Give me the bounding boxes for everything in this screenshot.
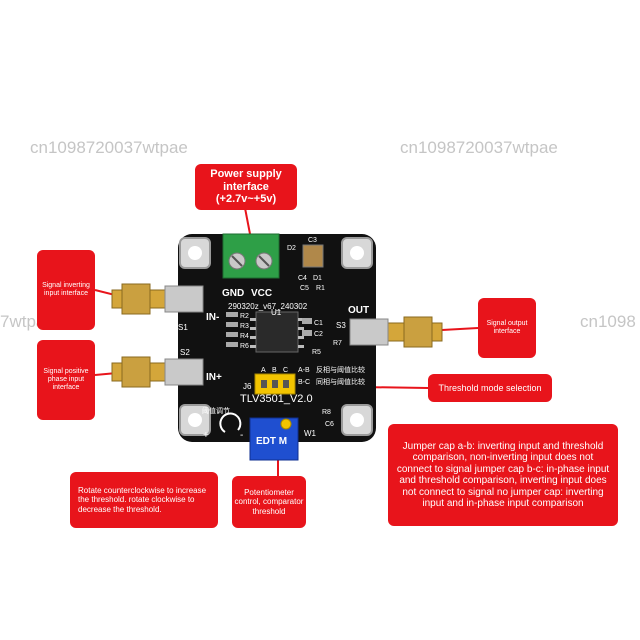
label-r7: R7 bbox=[333, 340, 342, 347]
sma-connector-out bbox=[349, 316, 443, 348]
label-c5: C5 bbox=[300, 285, 309, 292]
label-in-minus: IN- bbox=[206, 312, 219, 323]
label-j6: J6 bbox=[243, 382, 252, 391]
label-vcc: VCC bbox=[251, 288, 272, 299]
callout-rotate-direction: Rotate counterclockwise to increase the … bbox=[70, 472, 218, 528]
sma-connector-in-minus bbox=[111, 283, 204, 315]
label-c3: C3 bbox=[308, 237, 317, 244]
capacitor-c3 bbox=[302, 244, 324, 268]
label-r5: R5 bbox=[312, 349, 321, 356]
leader-out bbox=[441, 327, 479, 331]
label-s3: S3 bbox=[336, 321, 346, 330]
label-c6: C6 bbox=[325, 421, 334, 428]
label-date-code: 290320z_v67_240302 bbox=[228, 302, 308, 311]
leader-power bbox=[244, 207, 251, 235]
label-model: TLV3501_V2.0 bbox=[240, 393, 313, 405]
label-d1: D1 bbox=[313, 275, 322, 282]
label-s2: S2 bbox=[180, 348, 190, 357]
label-ab: A-B bbox=[298, 367, 310, 374]
label-jumper-b: B bbox=[272, 367, 277, 374]
callout-potentiometer: Potentiometer control, comparator thresh… bbox=[232, 476, 306, 528]
label-r2: R2 bbox=[240, 313, 249, 320]
sma-connector-in-plus bbox=[111, 356, 204, 388]
label-r4: R4 bbox=[240, 333, 249, 340]
label-threshold-cn: 阈值调节 bbox=[202, 406, 230, 415]
watermark-2: cn1098720037wtpae bbox=[400, 138, 558, 157]
watermark-4: cn1098 bbox=[580, 312, 636, 331]
label-r8: R8 bbox=[322, 409, 331, 416]
label-c2: C2 bbox=[314, 331, 323, 338]
label-out: OUT bbox=[348, 305, 369, 316]
label-c1: C1 bbox=[314, 320, 323, 327]
label-plus: + bbox=[203, 430, 209, 441]
callout-threshold-mode: Threshold mode selection bbox=[428, 374, 552, 402]
label-u1: U1 bbox=[271, 308, 282, 317]
label-gnd: GND bbox=[222, 288, 244, 299]
watermark-1: cn1098720037wtpae bbox=[30, 138, 188, 157]
label-d2: D2 bbox=[287, 245, 296, 252]
callout-power-supply: Power supply interface (+2.7v~+5v) bbox=[195, 164, 297, 210]
label-s1: S1 bbox=[178, 323, 188, 332]
callout-jumper-cap: Jumper cap a-b: inverting input and thre… bbox=[388, 424, 618, 526]
label-minus: - bbox=[240, 430, 243, 441]
label-potentiometer-mark: EDT M bbox=[256, 436, 287, 447]
callout-inverting-input: Signal inverting input interface bbox=[37, 250, 95, 330]
label-ab-cn: 反相与阈值比较 bbox=[316, 365, 365, 374]
label-bc: B-C bbox=[298, 379, 310, 386]
label-w1: W1 bbox=[304, 429, 317, 438]
potentiometer-knob bbox=[280, 418, 292, 430]
mounting-hole-centers bbox=[188, 246, 364, 427]
comparator-chip bbox=[255, 311, 299, 353]
label-jumper-c: C bbox=[283, 367, 288, 374]
label-jumper-a: A bbox=[261, 367, 266, 374]
label-c4: C4 bbox=[298, 275, 307, 282]
rotate-arrow-icon bbox=[219, 412, 242, 433]
callout-signal-output: Signal output interface bbox=[478, 298, 536, 358]
label-r6: R6 bbox=[240, 343, 249, 350]
label-r3: R3 bbox=[240, 323, 249, 330]
label-r1: R1 bbox=[316, 285, 325, 292]
callout-positive-input: Signal positive phase input interface bbox=[37, 340, 95, 420]
label-in-plus: IN+ bbox=[206, 372, 222, 383]
label-bc-cn: 同相与阈值比较 bbox=[316, 377, 365, 386]
